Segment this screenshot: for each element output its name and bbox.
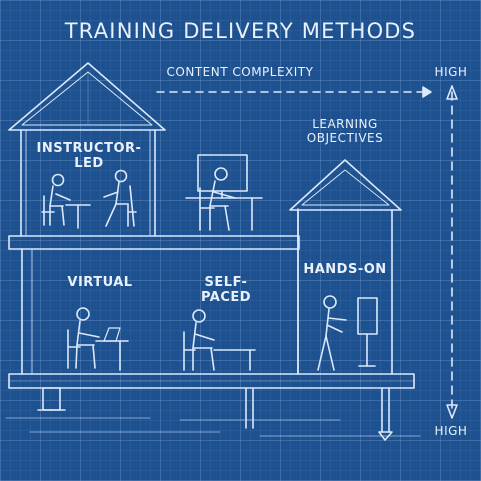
hands-on-worker-figure xyxy=(317,295,378,371)
virtual-learner-figure xyxy=(67,307,129,371)
computer-workstation-figure xyxy=(185,154,263,231)
hands-on-label: HANDS-ON xyxy=(303,262,387,277)
ground-floor-slab xyxy=(8,373,415,389)
page-title: TRAINING DELIVERY METHODS xyxy=(64,19,417,43)
self-paced-learner-figure xyxy=(183,309,256,371)
upper-floor-slab xyxy=(8,235,300,250)
instructor-led-label: INSTRUCTOR- LED xyxy=(36,141,142,171)
left-roof xyxy=(8,62,166,131)
instructor-led-figures xyxy=(41,169,137,229)
content-complexity-arrow xyxy=(156,86,432,98)
self-paced-label: SELF- PACED xyxy=(200,275,252,305)
high-label-top: HIGH xyxy=(434,65,468,79)
high-label-bottom: HIGH xyxy=(434,424,468,438)
vertical-high-arrow xyxy=(446,85,458,419)
content-complexity-label: CONTENT COMPLEXITY xyxy=(166,65,314,79)
instructor-led-room xyxy=(20,129,156,237)
ground-lines xyxy=(5,417,421,437)
learning-objectives-label: LEARNING OBJECTIVES xyxy=(306,117,384,145)
virtual-label: VIRTUAL xyxy=(67,275,133,290)
